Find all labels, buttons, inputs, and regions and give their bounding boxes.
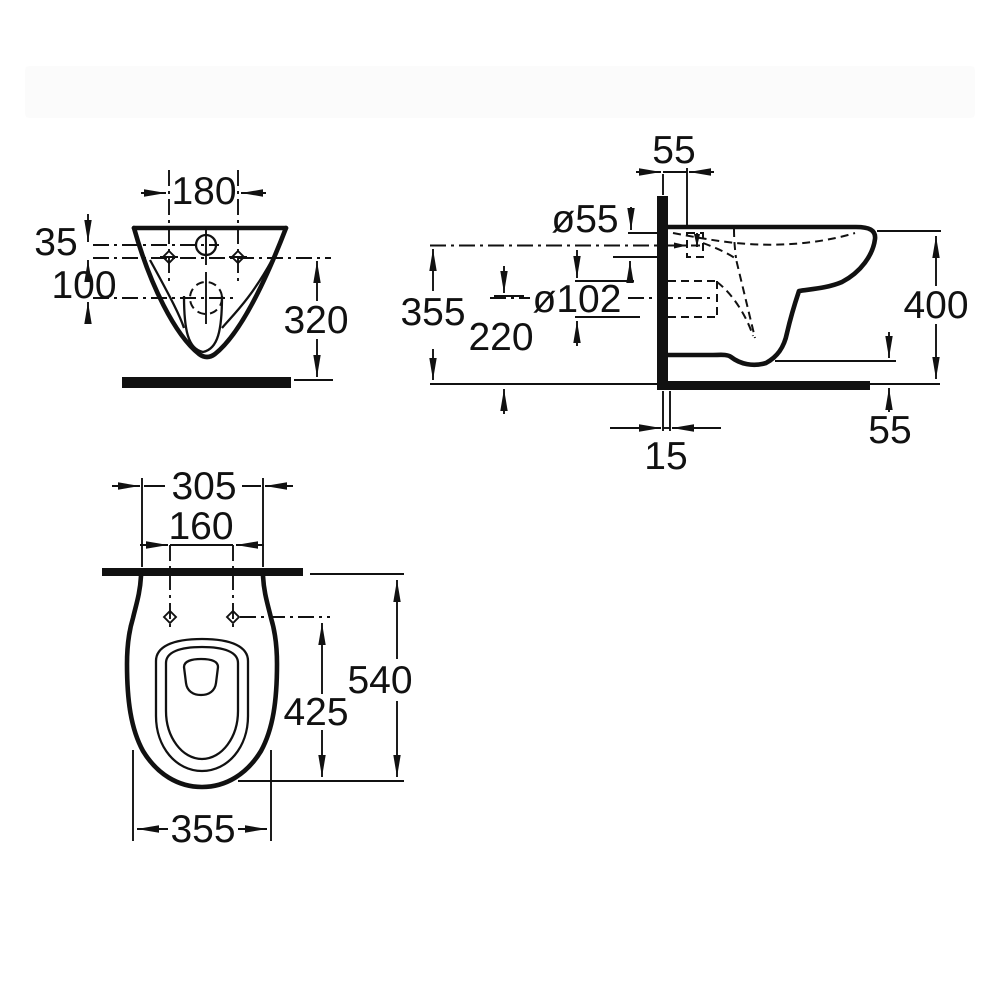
bowl-silhouette xyxy=(131,225,289,360)
dim-plan-bowl-width-label: 355 xyxy=(170,808,235,851)
dim-side-inlet-diameter: ø55 xyxy=(551,198,657,283)
drain-hole-circle xyxy=(189,281,223,315)
dim-plan-hole-spacing-label: 160 xyxy=(168,505,233,548)
dim-front-hole-spacing-label: 180 xyxy=(171,170,236,213)
side-view: 55 ø55 ø102 355 xyxy=(400,129,968,478)
fixing-hole-diamond-right xyxy=(230,249,246,265)
fixing-hole-diamond-left xyxy=(161,249,177,265)
dim-plan-holes-to-front-label: 425 xyxy=(283,691,348,734)
plan-fixing-hole-left xyxy=(162,609,178,625)
front-view: 180 35 100 320 xyxy=(34,170,349,388)
dim-side-rim-height: 400 xyxy=(877,230,969,379)
pan-side-profile xyxy=(664,224,878,368)
dim-plan-bowl-width: 355 xyxy=(132,750,272,851)
dim-side-inlet-diameter-label: ø55 xyxy=(551,198,618,241)
bowl-inner-left xyxy=(148,259,186,329)
bowl-inner-right xyxy=(221,259,274,329)
dim-front-inlet-offset: 35 xyxy=(34,214,92,282)
dim-side-inlet-height: 355 xyxy=(400,249,466,380)
dim-side-rim-height-label: 400 xyxy=(903,284,968,327)
dim-plan-overall-depth: 540 xyxy=(310,573,413,777)
pan-plan-outline xyxy=(124,573,280,790)
dim-front-mount-height: 320 xyxy=(283,261,349,381)
rim-channel-hidden xyxy=(672,232,856,246)
trap-curve-hidden xyxy=(716,281,754,337)
dim-plan-hole-spacing: 160 xyxy=(140,505,264,549)
dim-side-outlet-height-label: 220 xyxy=(468,316,533,359)
dim-plan-overall-depth-label: 540 xyxy=(347,659,412,702)
dim-side-outlet-diameter: ø102 xyxy=(533,250,640,346)
dim-side-inlet-height-label: 355 xyxy=(400,291,465,334)
dim-plan-rear-width: 305 xyxy=(112,465,293,567)
outlet-pipe-hidden xyxy=(668,280,718,318)
dim-plan-holes-to-front: 425 xyxy=(238,623,404,782)
dim-side-inlet-setback: 55 xyxy=(636,129,714,226)
seat-opening-outer xyxy=(154,637,250,773)
flush-channel-hidden xyxy=(702,242,756,339)
dim-front-outlet-offset-label: 100 xyxy=(51,264,116,307)
wall-bar xyxy=(657,196,668,390)
dim-front-mount-height-label: 320 xyxy=(283,299,348,342)
seat-opening-inner xyxy=(164,645,240,761)
dim-front-inlet-offset-label: 35 xyxy=(34,221,77,264)
dim-side-outlet-diameter-label: ø102 xyxy=(533,278,622,321)
cistern-duct-hidden xyxy=(733,228,737,259)
dim-side-rear-clearance: 55 xyxy=(775,332,912,452)
trap-outline xyxy=(182,295,224,354)
dim-side-rear-clearance-label: 55 xyxy=(868,409,911,452)
water-spot xyxy=(182,657,220,697)
dim-side-wall-gap: 15 xyxy=(610,391,721,478)
dim-front-outlet-offset: 100 xyxy=(51,264,117,324)
dim-plan-rear-width-label: 305 xyxy=(171,465,236,508)
dim-side-outlet-height: 220 xyxy=(468,266,534,414)
floor-bar-front xyxy=(122,377,291,388)
dim-front-hole-spacing: 180 xyxy=(141,170,266,213)
wall-bar-plan xyxy=(102,568,303,576)
plan-view: 305 160 425 xyxy=(102,465,413,851)
dim-side-wall-gap-label: 15 xyxy=(644,435,687,478)
dim-side-inlet-setback-label: 55 xyxy=(652,129,695,172)
floor-bar-side xyxy=(657,381,870,390)
inlet-spigot-hidden xyxy=(686,232,704,258)
plan-fixing-hole-right xyxy=(225,609,241,625)
